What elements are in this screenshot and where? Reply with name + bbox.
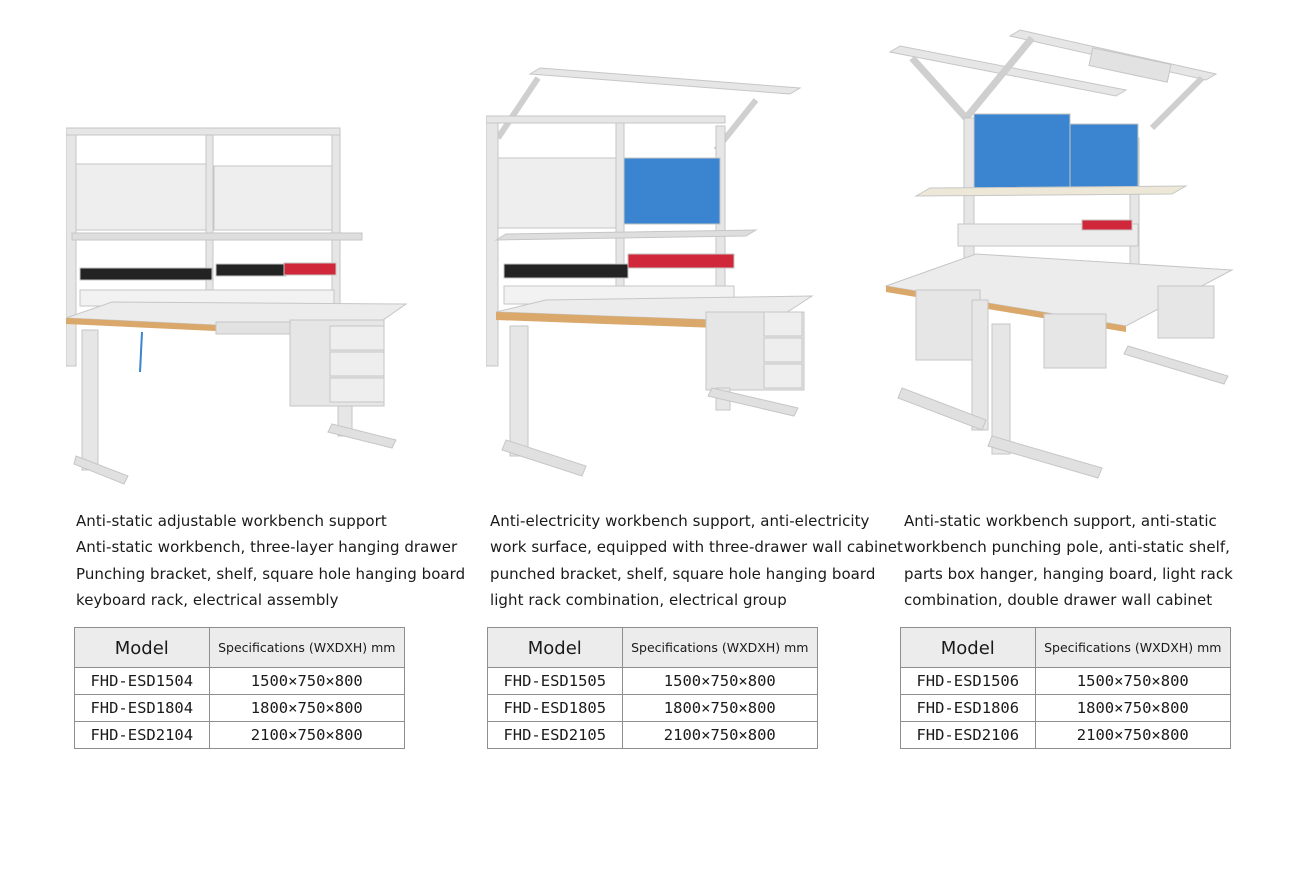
workbench-1-illustration <box>66 127 408 485</box>
table-row: FHD-ESD2105 2100×750×800 <box>487 721 819 749</box>
spec-cell: 1500×750×800 <box>1034 667 1232 695</box>
table-row: FHD-ESD2104 2100×750×800 <box>74 721 406 749</box>
spec-cell: 1800×750×800 <box>208 694 406 722</box>
model-cell: FHD-ESD1806 <box>900 694 1036 722</box>
table-row: FHD-ESD1804 1800×750×800 <box>74 694 406 722</box>
description-line: keyboard rack, electrical assembly <box>76 590 339 609</box>
product-1-description: Anti-static adjustable workbench support… <box>76 508 476 613</box>
spec-cell: 1500×750×800 <box>621 667 819 695</box>
model-column-header: Model <box>487 627 623 668</box>
spec-cell: 2100×750×800 <box>1034 721 1232 749</box>
model-column-header: Model <box>74 627 210 668</box>
description-line: punched bracket, shelf, square hole hang… <box>490 564 876 583</box>
product-1-spec-table: Model Specifications (WXDXH) mm FHD-ESD1… <box>74 627 406 749</box>
spec-cell: 1800×750×800 <box>1034 694 1232 722</box>
table-row: FHD-ESD1504 1500×750×800 <box>74 667 406 695</box>
description-line: work surface, equipped with three-drawer… <box>490 538 903 557</box>
table-row: FHD-ESD1505 1500×750×800 <box>487 667 819 695</box>
table-header-row: Model Specifications (WXDXH) mm <box>74 627 406 668</box>
product-2-spec-table: Model Specifications (WXDXH) mm FHD-ESD1… <box>487 627 819 749</box>
spec-cell: 2100×750×800 <box>621 721 819 749</box>
model-cell: FHD-ESD2104 <box>74 721 210 749</box>
table-row: FHD-ESD1806 1800×750×800 <box>900 694 1232 722</box>
model-cell: FHD-ESD1804 <box>74 694 210 722</box>
table-header-row: Model Specifications (WXDXH) mm <box>487 627 819 668</box>
model-cell: FHD-ESD1805 <box>487 694 623 722</box>
description-line: light rack combination, electrical group <box>490 590 787 609</box>
model-cell: FHD-ESD1504 <box>74 667 210 695</box>
table-row: FHD-ESD1805 1800×750×800 <box>487 694 819 722</box>
description-line: workbench punching pole, anti-static she… <box>904 538 1230 557</box>
table-row: FHD-ESD2106 2100×750×800 <box>900 721 1232 749</box>
description-line: combination, double drawer wall cabinet <box>904 590 1213 609</box>
spec-column-header: Specifications (WXDXH) mm <box>208 627 406 668</box>
model-cell: FHD-ESD1506 <box>900 667 1036 695</box>
model-cell: FHD-ESD2106 <box>900 721 1036 749</box>
description-line: Anti-electricity workbench support, anti… <box>490 512 870 530</box>
spec-column-header: Specifications (WXDXH) mm <box>1034 627 1232 668</box>
model-cell: FHD-ESD2105 <box>487 721 623 749</box>
product-3-spec-table: Model Specifications (WXDXH) mm FHD-ESD1… <box>900 627 1232 749</box>
spec-cell: 2100×750×800 <box>208 721 406 749</box>
description-line: Punching bracket, shelf, square hole han… <box>76 564 466 583</box>
workbench-2-illustration <box>486 67 814 477</box>
model-cell: FHD-ESD1505 <box>487 667 623 695</box>
product-3-description: Anti-static workbench support, anti-stat… <box>904 508 1300 613</box>
description-line: Anti-static workbench support, anti-stat… <box>904 512 1217 530</box>
description-line: parts box hanger, hanging board, light r… <box>904 564 1233 583</box>
table-header-row: Model Specifications (WXDXH) mm <box>900 627 1232 668</box>
workbench-3-illustration <box>884 29 1234 479</box>
spec-cell: 1500×750×800 <box>208 667 406 695</box>
description-line: Anti-static adjustable workbench support <box>76 512 387 530</box>
table-row: FHD-ESD1506 1500×750×800 <box>900 667 1232 695</box>
spec-column-header: Specifications (WXDXH) mm <box>621 627 819 668</box>
spec-cell: 1800×750×800 <box>621 694 819 722</box>
product-2-description: Anti-electricity workbench support, anti… <box>490 508 903 613</box>
model-column-header: Model <box>900 627 1036 668</box>
description-line: Anti-static workbench, three-layer hangi… <box>76 538 458 557</box>
